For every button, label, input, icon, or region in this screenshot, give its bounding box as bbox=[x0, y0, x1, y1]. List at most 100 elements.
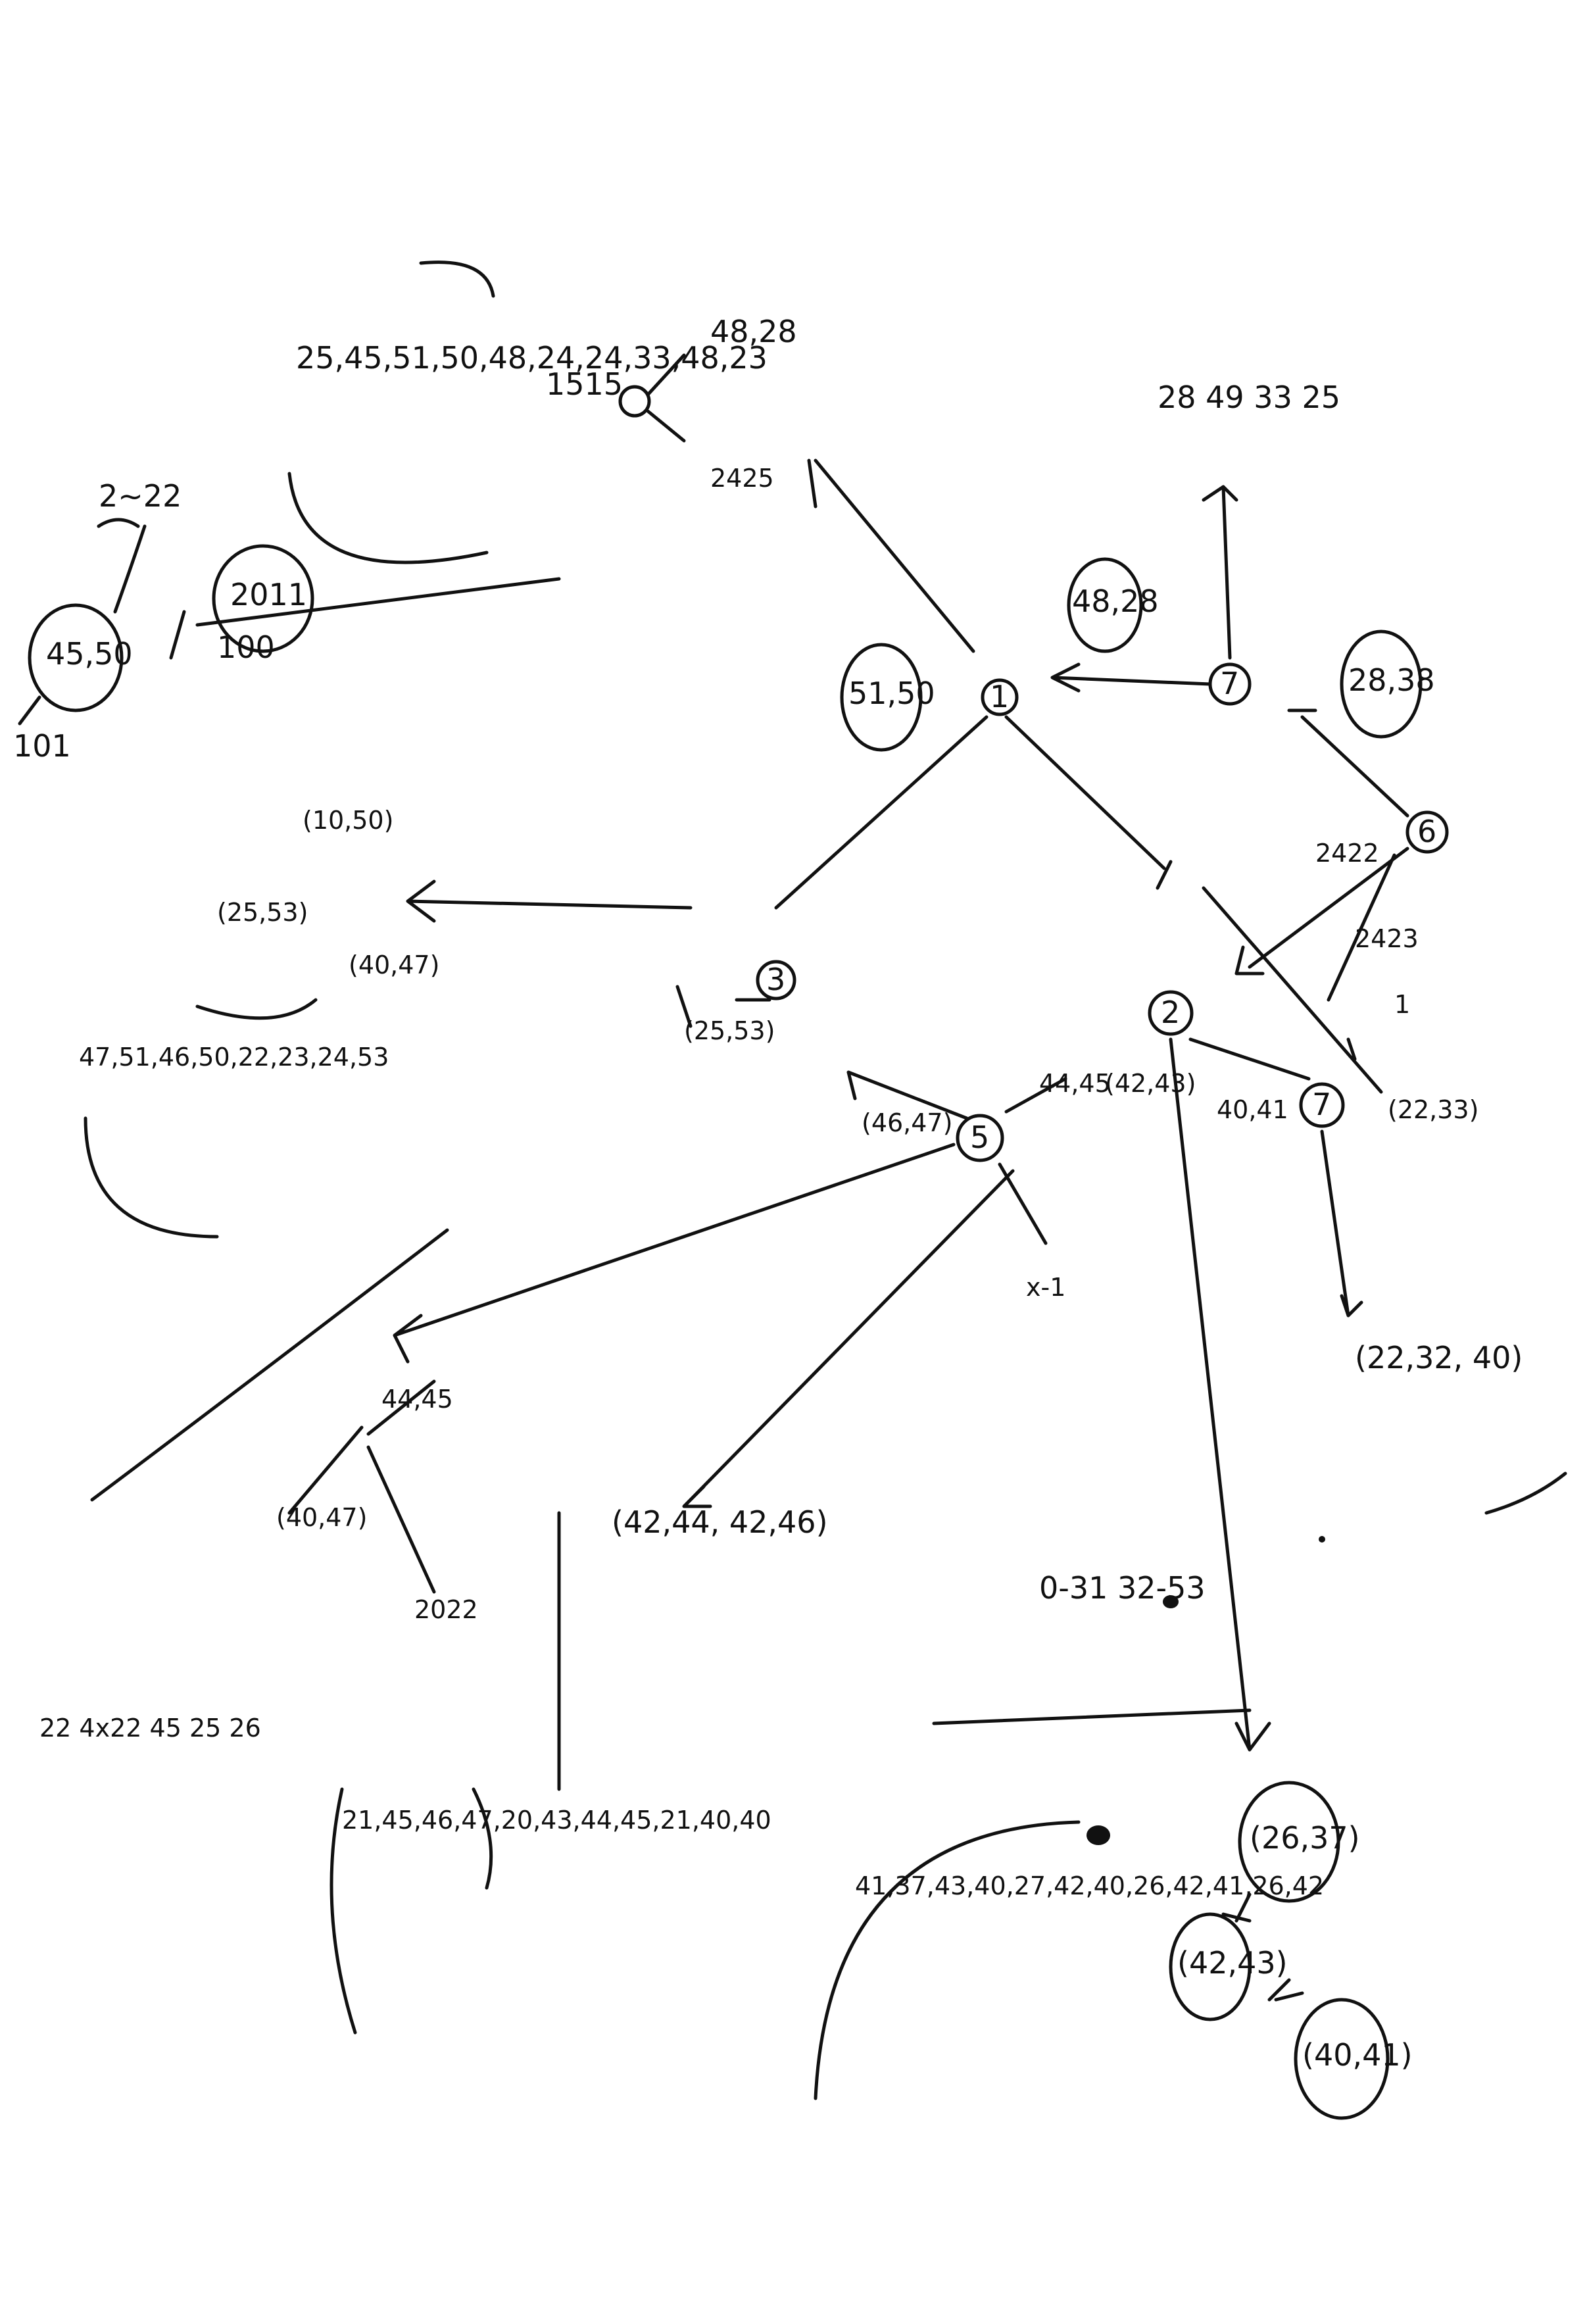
curve-left bbox=[90, 1228, 449, 1502]
label-1515: 1515 bbox=[546, 366, 623, 402]
edge-root-right bbox=[195, 577, 561, 627]
bottom-right-cluster bbox=[814, 1595, 1390, 2120]
node-center bbox=[956, 1114, 1004, 1162]
edge-to-101 bbox=[18, 695, 41, 726]
edge-right2-left bbox=[1188, 1037, 1311, 1081]
label-set-bottom-left: 21,45,46,47,20,43,44,45,21,40,40 bbox=[342, 1806, 771, 1835]
edge-right1-long bbox=[1169, 1037, 1271, 1752]
label-25-51: (10,50) bbox=[303, 806, 393, 835]
label-set-top: 25,45,51,50,48,24,24,33,48,23 bbox=[296, 340, 768, 376]
node-small bbox=[618, 385, 651, 418]
edge-to-top bbox=[807, 458, 975, 653]
label-51-50: 51,50 bbox=[848, 676, 935, 711]
label-100: 100 bbox=[217, 630, 275, 665]
arrow-br-2 bbox=[1267, 1978, 1304, 2002]
label-40-41: 40,41 bbox=[1217, 1095, 1288, 1124]
label-45-50: 45,50 bbox=[46, 636, 133, 672]
label-node-7: 7 bbox=[1220, 666, 1239, 701]
label-1: 1 bbox=[1394, 990, 1410, 1019]
circle-51-50 bbox=[840, 643, 923, 752]
label-node-right-2: 7 bbox=[1312, 1087, 1331, 1122]
edge-small bbox=[1346, 1037, 1357, 1061]
label-22-32: (22,32, 40) bbox=[1355, 1340, 1523, 1375]
top-left-cluster bbox=[18, 260, 561, 726]
label-node-6: 6 bbox=[1417, 814, 1436, 849]
label-40-41-b: (40,41) bbox=[1302, 2037, 1413, 2073]
edge-6-left bbox=[1234, 847, 1409, 976]
edge-to-right2 bbox=[1202, 886, 1383, 1094]
label-25-53-b: (25,53) bbox=[217, 898, 308, 927]
edge-center-left bbox=[393, 1143, 956, 1364]
label-44-45: 44,45 bbox=[1039, 1069, 1111, 1098]
label-46-47: (46,47) bbox=[862, 1108, 952, 1137]
small-tree-edges bbox=[646, 353, 686, 443]
edge-2-22 bbox=[97, 518, 147, 614]
curve-right bbox=[1484, 1471, 1567, 1515]
node-6 bbox=[1405, 810, 1449, 854]
ink-dot bbox=[1319, 1536, 1325, 1543]
label-101: 101 bbox=[13, 728, 71, 764]
circle-40-41 bbox=[1294, 1998, 1390, 2120]
circle-45-50 bbox=[28, 603, 124, 712]
edge-7-main bbox=[1050, 662, 1212, 693]
circle-26-37 bbox=[1238, 1781, 1340, 1903]
label-node-right-1: 2 bbox=[1161, 995, 1180, 1030]
circle-root bbox=[212, 544, 314, 653]
label-top-right: 28 49 33 25 bbox=[1158, 380, 1340, 415]
labels: 101 100 2~22 45,50 2011 25,45,51,50,48,2… bbox=[13, 314, 1523, 2073]
node-right-2 bbox=[1299, 1082, 1345, 1128]
label-44-45-b: 44,45 bbox=[381, 1385, 453, 1414]
circle-48-28 bbox=[1067, 557, 1143, 653]
label-2-22: 2~22 bbox=[99, 478, 182, 514]
label-40-47-b: (40,47) bbox=[276, 1503, 367, 1532]
set-brace-mid bbox=[84, 998, 318, 1239]
label-node-left-1: 3 bbox=[766, 962, 785, 997]
label-range: 0-31 32-53 bbox=[1039, 1570, 1206, 1606]
set-brace-ll bbox=[330, 1787, 493, 2035]
edge-7-up bbox=[1202, 485, 1238, 660]
label-node-main: 1 bbox=[990, 679, 1009, 714]
edge-ll-2 bbox=[287, 1425, 364, 1515]
label-node-center: 5 bbox=[970, 1120, 989, 1155]
label-bottom-left-small: 22 4x22 45 25 26 bbox=[39, 1714, 261, 1743]
node-right-1 bbox=[1148, 990, 1194, 1036]
label-26-37: (26,37) bbox=[1250, 1820, 1360, 1856]
label-48-28: 48,28 bbox=[1072, 583, 1159, 619]
node-main-1 bbox=[981, 678, 1019, 716]
label-2022: 2022 bbox=[414, 1595, 478, 1624]
edge-6-down bbox=[1327, 853, 1396, 1002]
label-2425: 2425 bbox=[710, 464, 774, 493]
arrow-br-1 bbox=[1221, 1892, 1252, 1923]
label-22-33: (22,33) bbox=[1388, 1095, 1478, 1124]
bar-bottom bbox=[932, 1708, 1252, 1725]
label-48-28-top: 48,28 bbox=[710, 314, 797, 349]
set-brace-top bbox=[287, 260, 495, 564]
edge-right2-down bbox=[1320, 1129, 1363, 1318]
node-left-1 bbox=[756, 960, 796, 1001]
label-set-left-mid: 47,51,46,50,22,23,24,53 bbox=[79, 1043, 389, 1072]
label-40-47: (40,47) bbox=[349, 951, 439, 979]
edge-center-up-left bbox=[846, 1070, 969, 1120]
curve-br bbox=[814, 1820, 1081, 2100]
label-2422: 2422 bbox=[1315, 839, 1379, 868]
edge-center-down bbox=[682, 1169, 1015, 1508]
ink-blot bbox=[1086, 1825, 1110, 1845]
label-28-38: 28,38 bbox=[1348, 662, 1435, 698]
central-tree bbox=[90, 458, 1567, 1752]
circle-42-43 bbox=[1169, 1912, 1252, 2021]
edge-main-left bbox=[774, 715, 989, 910]
edge-main-right bbox=[1004, 715, 1173, 890]
label-root: 2011 bbox=[230, 577, 307, 612]
label-42-44: (42,44, 42,46) bbox=[612, 1504, 828, 1540]
label-x-1: x-1 bbox=[1026, 1273, 1065, 1302]
edge-ll-3 bbox=[366, 1445, 436, 1594]
label-42-43-b: (42,43) bbox=[1177, 1945, 1288, 1981]
edge-6-up bbox=[1287, 708, 1409, 818]
edge-left1-left bbox=[406, 879, 693, 923]
edge-left1-small bbox=[675, 985, 771, 1028]
label-2423: 2423 bbox=[1355, 924, 1419, 953]
label-42-43: (42,43) bbox=[1105, 1069, 1196, 1098]
edge-center-up bbox=[1004, 1077, 1067, 1114]
